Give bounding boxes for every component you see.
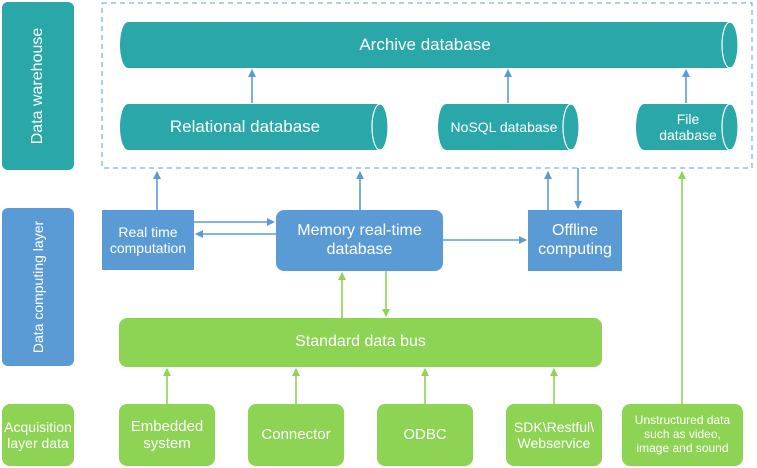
sdk-restful-webservice-box: SDK\Restful\ Webservice bbox=[506, 404, 602, 466]
relational-cylinder bbox=[120, 103, 389, 151]
archive-database-label: Archive database bbox=[359, 35, 491, 55]
layer-label-acquisition: Acquisition layer data bbox=[2, 404, 74, 466]
nosql-database-label: NoSQL database bbox=[450, 118, 558, 135]
embedded-system-box: Embedded system bbox=[119, 404, 215, 466]
odbc-box: ODBC bbox=[377, 404, 473, 466]
warehouse-frame bbox=[101, 2, 753, 169]
nosql-cylinder bbox=[438, 103, 580, 151]
connector-box: Connector bbox=[248, 404, 344, 466]
archive-cylinder bbox=[120, 21, 739, 69]
layer-label-computing: Data computing layer bbox=[2, 208, 74, 366]
embedded-system-label: Embedded system bbox=[130, 417, 204, 452]
layer-label-acquisition-text: Acquisition layer data bbox=[4, 418, 72, 451]
memory-realtime-database-label: Memory real-time database bbox=[297, 222, 422, 258]
unstructured-data-label: Unstructured data such as video, image a… bbox=[634, 413, 731, 455]
relational-database-label: Relational database bbox=[169, 117, 321, 137]
realtime-computation-box: Real time computation bbox=[102, 210, 194, 270]
unstructured-data-box: Unstructured data such as video, image a… bbox=[622, 404, 743, 466]
sdk-restful-webservice-label: SDK\Restful\ Webservice bbox=[513, 418, 595, 451]
offline-computing-label: Offline computing bbox=[538, 222, 612, 258]
odbc-label: ODBC bbox=[403, 426, 447, 444]
file-cylinder bbox=[636, 103, 739, 151]
offline-computing-box: Offline computing bbox=[528, 210, 622, 271]
realtime-computation-label: Real time computation bbox=[109, 223, 187, 256]
layer-label-warehouse: Data warehouse bbox=[2, 2, 74, 170]
standard-data-bus: Standard data bus bbox=[119, 318, 602, 367]
connector-label: Connector bbox=[261, 426, 331, 444]
standard-data-bus-label: Standard data bus bbox=[295, 333, 426, 351]
file-database-label: File database bbox=[659, 110, 717, 143]
memory-realtime-database-box: Memory real-time database bbox=[276, 210, 443, 271]
